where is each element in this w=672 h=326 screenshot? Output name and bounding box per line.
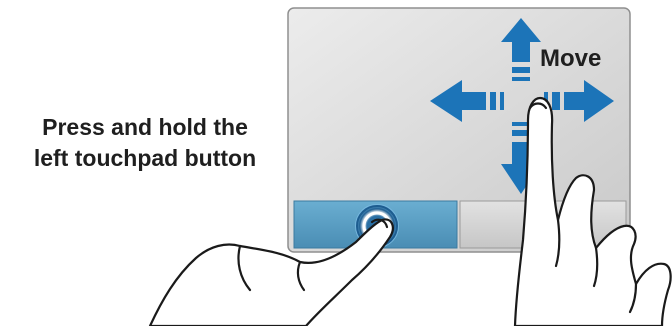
move-label: Move xyxy=(540,45,601,72)
